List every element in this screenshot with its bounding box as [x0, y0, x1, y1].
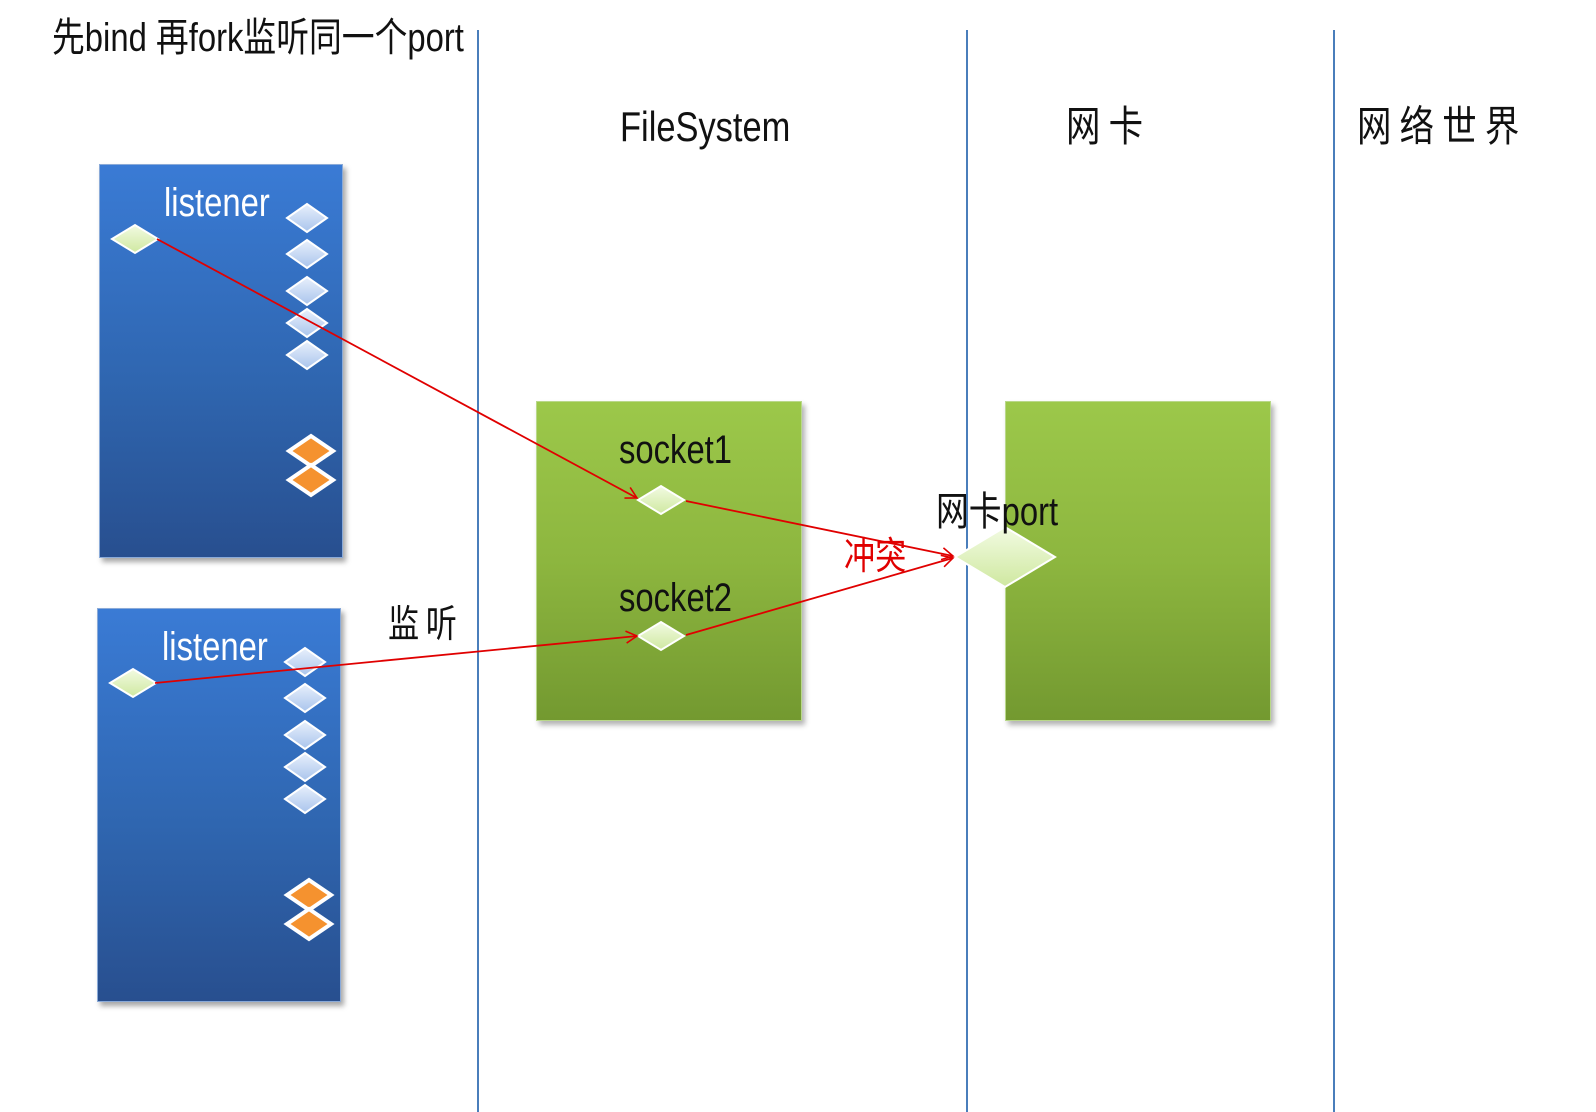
- column-label-filesystem: FileSystem: [620, 103, 791, 150]
- listener2-queue-diamonds: [283, 646, 327, 815]
- conflict-label: 冲突: [844, 536, 907, 578]
- arrow-listener1-to-socket1: [156, 238, 639, 499]
- listener2-orange-diamonds: [283, 877, 335, 942]
- nic-port-label: 网卡port: [936, 490, 1059, 534]
- listener1-queue-diamonds: [285, 202, 329, 371]
- arrow-socket2-to-nic-port: [685, 554, 955, 636]
- process-label-1: listener: [164, 181, 270, 225]
- diagram-title: 先bind 再fork监听同一个port: [52, 16, 464, 60]
- filesystem-box: [536, 401, 802, 721]
- arrow-listener2-to-socket2: [154, 630, 639, 684]
- divider-filesystem-nic: [966, 30, 968, 1112]
- socket2-diamond: [636, 620, 686, 652]
- column-label-network-world: 网络世界: [1357, 103, 1528, 150]
- nic-port-diamond: [953, 525, 1057, 589]
- listener1-socket-diamond: [110, 223, 160, 255]
- socket1-diamond: [636, 484, 686, 516]
- divider-process-filesystem: [477, 30, 479, 1112]
- process-label-2: listener: [162, 625, 268, 669]
- listen-label: 监听: [388, 604, 464, 646]
- listener1-orange-diamonds: [285, 433, 337, 498]
- arrow-socket1-to-nic-port: [685, 500, 955, 561]
- socket2-label: socket2: [619, 576, 733, 620]
- listener2-socket-diamond: [108, 667, 158, 699]
- column-label-nic: 网卡: [1066, 103, 1152, 150]
- socket1-label: socket1: [619, 428, 733, 472]
- divider-nic-world: [1333, 30, 1335, 1112]
